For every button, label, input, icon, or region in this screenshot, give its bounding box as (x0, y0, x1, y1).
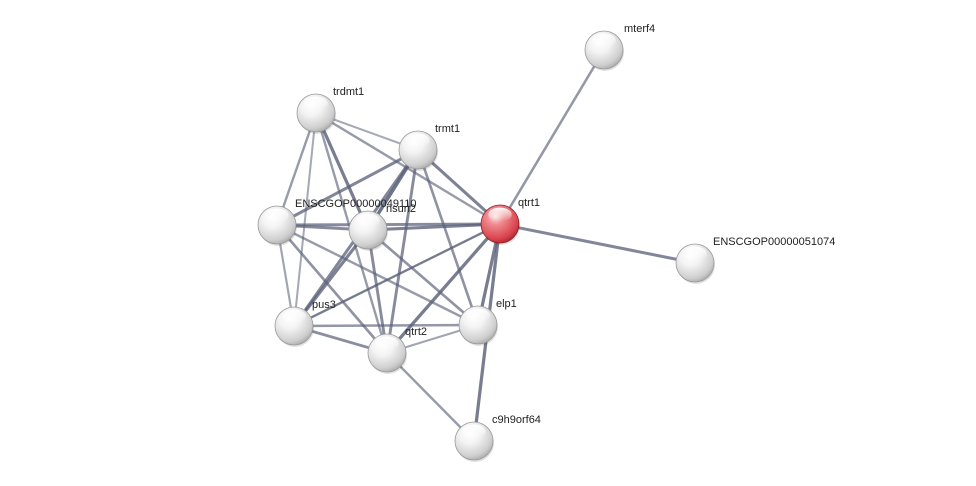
edge-nsun2-pus3 (292, 228, 370, 328)
edge-trmt1-ENSCGOP00000049110 (275, 148, 420, 227)
node-label-trdmt1: trdmt1 (333, 86, 364, 98)
edge-pus3-elp1 (292, 323, 480, 328)
edge-trdmt1-nsun2 (314, 111, 370, 232)
edge-trmt1-qtrt2 (385, 148, 420, 355)
node-qtrt2[interactable]: qtrt2 (367, 326, 427, 374)
node-pus3[interactable]: pus3 (274, 299, 336, 347)
node-highlight (488, 207, 512, 222)
node-label-pus3: pus3 (312, 299, 336, 311)
node-highlight (462, 424, 486, 439)
node-label-elp1: elp1 (496, 298, 517, 310)
edge-ENSCGOP00000049110-qtrt2 (275, 223, 389, 355)
node-elp1[interactable]: elp1 (458, 298, 517, 346)
node-highlight (356, 213, 380, 228)
node-ENSCGOP00000049110[interactable]: ENSCGOP00000049110 (257, 198, 417, 246)
node-highlight (683, 246, 707, 261)
node-label-ENSCGOP00000051074: ENSCGOP00000051074 (713, 236, 835, 248)
node-label-trmt1: trmt1 (435, 123, 460, 135)
edge-trdmt1-ENSCGOP00000049110 (275, 111, 318, 227)
node-label-nsun2: nsun2 (386, 203, 416, 215)
node-highlight (304, 96, 328, 111)
node-label-ENSCGOP00000049110: ENSCGOP00000049110 (295, 198, 417, 210)
node-label-c9h9orf64: c9h9orf64 (492, 414, 541, 426)
edge-qtrt1-mterf4 (498, 48, 606, 226)
node-trdmt1[interactable]: trdmt1 (296, 86, 364, 134)
node-nsun2[interactable]: nsun2 (348, 203, 416, 251)
node-highlight (265, 208, 289, 223)
edge-ENSCGOP00000049110-elp1 (275, 223, 480, 327)
edge-qtrt2-c9h9orf64 (385, 351, 476, 443)
node-highlight (592, 33, 616, 48)
node-ENSCGOP00000051074[interactable]: ENSCGOP00000051074 (675, 236, 835, 284)
edge-pus3-qtrt1 (292, 222, 502, 328)
edge-qtrt1-ENSCGOP00000051074 (498, 222, 697, 265)
node-mterf4[interactable]: mterf4 (584, 23, 655, 71)
node-label-qtrt1: qtrt1 (518, 197, 540, 209)
edge-qtrt1-qtrt2 (385, 222, 502, 355)
nodes-layer: mterf4 trdmt1 trmt1ENSCGOP00000049110nsun2… (257, 23, 835, 462)
edge-trdmt1-pus3 (292, 111, 318, 328)
node-highlight (375, 336, 399, 351)
node-highlight (282, 309, 306, 324)
node-highlight (406, 133, 430, 148)
edges-layer (275, 48, 697, 443)
node-label-mterf4: mterf4 (624, 23, 655, 35)
node-highlight (466, 308, 490, 323)
node-label-qtrt2: qtrt2 (405, 326, 427, 338)
edge-qtrt1-nsun2 (366, 222, 502, 232)
node-qtrt1[interactable]: qtrt1 (480, 197, 540, 245)
edge-nsun2-elp1 (366, 228, 480, 327)
edge-nsun2-qtrt2 (366, 228, 389, 355)
node-trmt1[interactable]: trmt1 (398, 123, 460, 171)
node-c9h9orf64[interactable]: c9h9orf64 (454, 414, 541, 462)
edge-trmt1-elp1 (416, 148, 480, 327)
